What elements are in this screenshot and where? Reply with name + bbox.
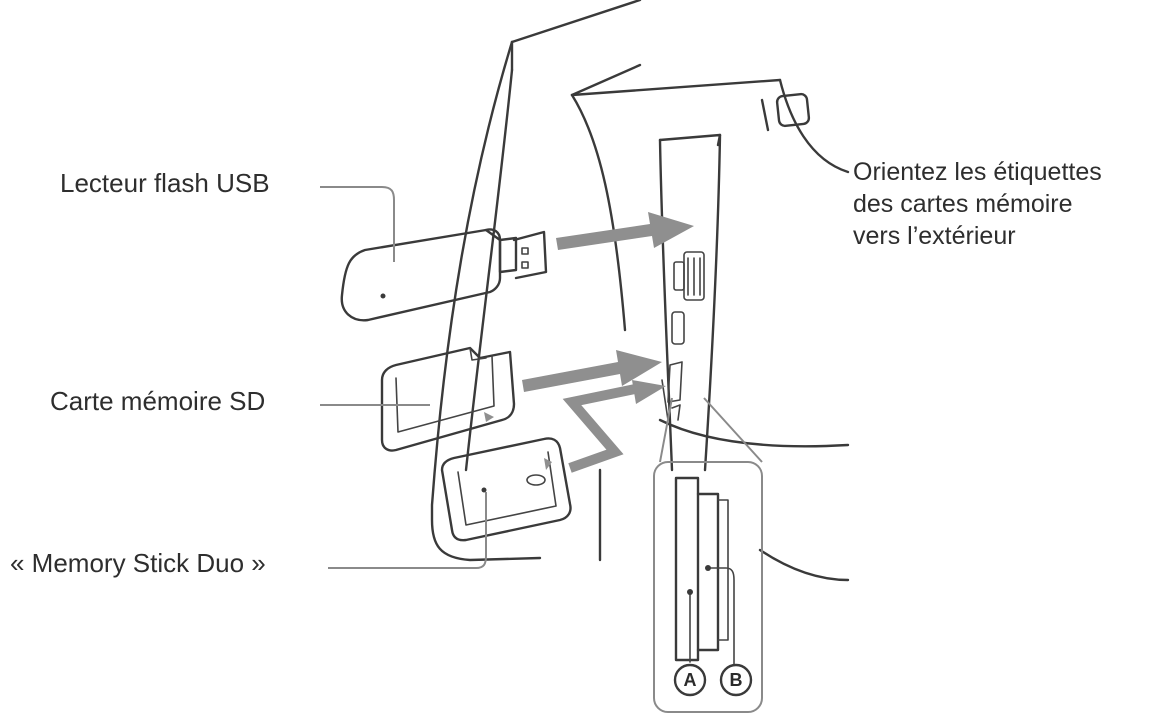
sd-card [380,346,516,452]
slot-magnified-callout: A B [653,397,763,713]
memory-stick-duo-label: « Memory Stick Duo » [10,548,266,578]
orientation-note-line-3: vers l’extérieur [853,222,1016,250]
callout-a-letter: A [684,670,697,690]
memory-stick-duo-card [440,437,572,542]
insertion-arrows [522,212,694,473]
usb-flash-drive-label: Lecteur flash USB [60,168,270,198]
leader-lines [320,186,487,569]
photo-frame-device [430,0,850,582]
orientation-note-line-1: Orientez les étiquettes [853,158,1102,186]
usb-insert-arrow [556,212,694,250]
callout-a-circle [673,663,707,697]
sd-insert-arrow [522,350,662,392]
card-slots [661,251,705,421]
orientation-note: Orientez les étiquettes des cartes mémoi… [853,156,1102,252]
callout-b-letter: B [730,670,743,690]
sd-card-label: Carte mémoire SD [50,386,266,416]
memory-stick-insert-arrow [562,380,666,473]
callout-b-circle [719,663,753,697]
orientation-note-line-2: des cartes mémoire [853,190,1073,218]
usb-flash-drive [340,228,548,322]
